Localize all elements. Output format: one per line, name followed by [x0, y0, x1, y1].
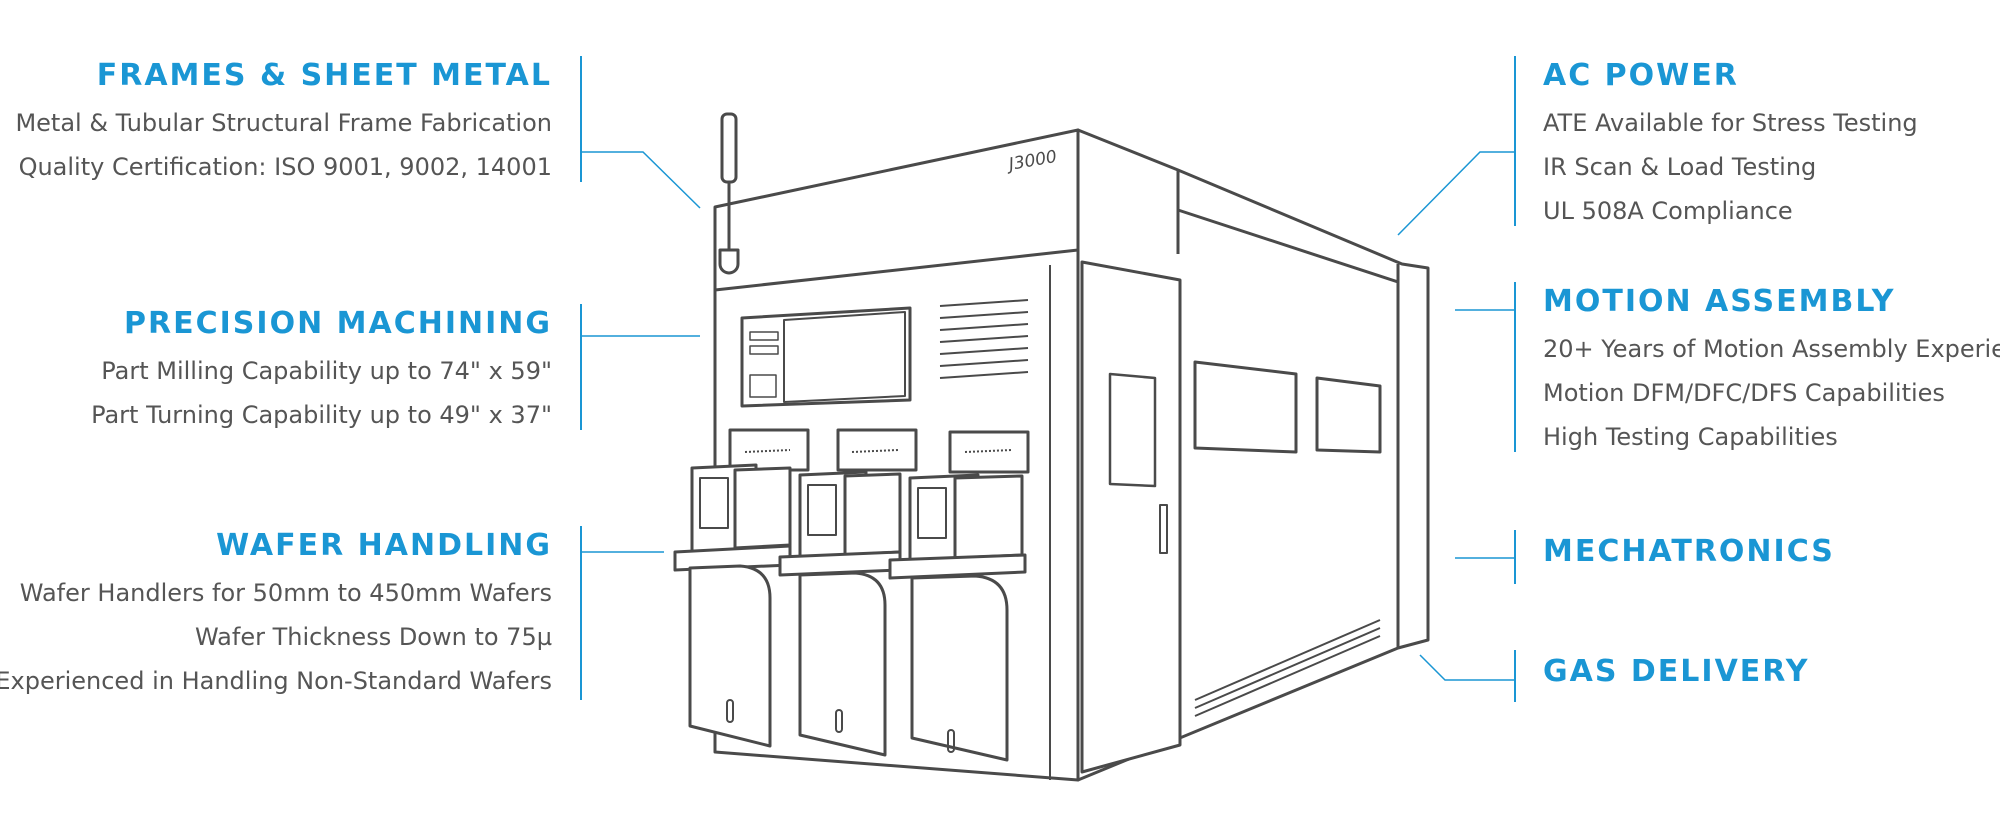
- left-accent-bar-2: [580, 304, 582, 430]
- feature-precision-machining: PRECISION MACHINING Part Milling Capabil…: [91, 306, 552, 437]
- feature-title: GAS DELIVERY: [1543, 654, 1810, 689]
- right-accent-bar-1: [1514, 56, 1516, 226]
- feature-line: Part Turning Capability up to 49" x 37": [91, 401, 552, 429]
- leader-frames: [582, 151, 701, 209]
- leader-gas: [1419, 654, 1514, 681]
- feature-mechatronics: MECHATRONICS: [1543, 534, 1835, 577]
- side-door: [1080, 260, 1182, 774]
- side-window-2: [1315, 376, 1382, 454]
- right-accent-bar-4: [1514, 650, 1516, 702]
- feature-line: ATE Available for Stress Testing: [1543, 109, 1918, 137]
- feature-frames-sheet-metal: FRAMES & SHEET METAL Metal & Tubular Str…: [15, 58, 552, 189]
- feature-title: MOTION ASSEMBLY: [1543, 284, 1896, 319]
- left-accent-bar-3: [580, 526, 582, 700]
- feature-line: Motion DFM/DFC/DFS Capabilities: [1543, 379, 1945, 407]
- control-panel: [740, 306, 912, 408]
- feature-line: Metal & Tubular Structural Frame Fabrica…: [15, 109, 552, 137]
- feature-line: Wafer Thickness Down to 75µ: [194, 623, 552, 651]
- feature-title: WAFER HANDLING: [216, 528, 552, 563]
- feature-line: Quality Certification: ISO 9001, 9002, 1…: [18, 153, 552, 181]
- feature-title: MECHATRONICS: [1543, 534, 1835, 569]
- feature-line: High Testing Capabilities: [1543, 423, 1838, 451]
- feature-line: Experienced in Handling Non-Standard Waf…: [0, 667, 552, 695]
- left-accent-bar-1: [580, 56, 582, 182]
- right-accent-bar-2: [1514, 282, 1516, 452]
- feature-line: IR Scan & Load Testing: [1543, 153, 1817, 181]
- signal-tower: [720, 112, 738, 184]
- leader-ac-power: [1397, 151, 1514, 236]
- feature-line: UL 508A Compliance: [1543, 197, 1793, 225]
- side-window-1: [1193, 360, 1298, 454]
- feature-ac-power: AC POWER ATE Available for Stress Testin…: [1543, 58, 1918, 233]
- feature-title: PRECISION MACHINING: [124, 306, 552, 341]
- wafer-handler-1: [673, 428, 810, 748]
- door-window: [1108, 372, 1157, 488]
- feature-line: Part Milling Capability up to 74" x 59": [101, 357, 552, 385]
- feature-wafer-handling: WAFER HANDLING Wafer Handlers for 50mm t…: [0, 528, 552, 703]
- wafer-handler-2: [778, 428, 918, 757]
- feature-title: AC POWER: [1543, 58, 1739, 93]
- wafer-handler-3: [888, 430, 1030, 762]
- feature-line: Wafer Handlers for 50mm to 450mm Wafers: [19, 579, 552, 607]
- feature-gas-delivery: GAS DELIVERY: [1543, 654, 1809, 697]
- right-accent-bar-3: [1514, 530, 1516, 584]
- feature-title: FRAMES & SHEET METAL: [96, 58, 552, 93]
- feature-line: 20+ Years of Motion Assembly Experience: [1543, 335, 2000, 363]
- feature-motion-assembly: MOTION ASSEMBLY 20+ Years of Motion Asse…: [1543, 284, 2000, 459]
